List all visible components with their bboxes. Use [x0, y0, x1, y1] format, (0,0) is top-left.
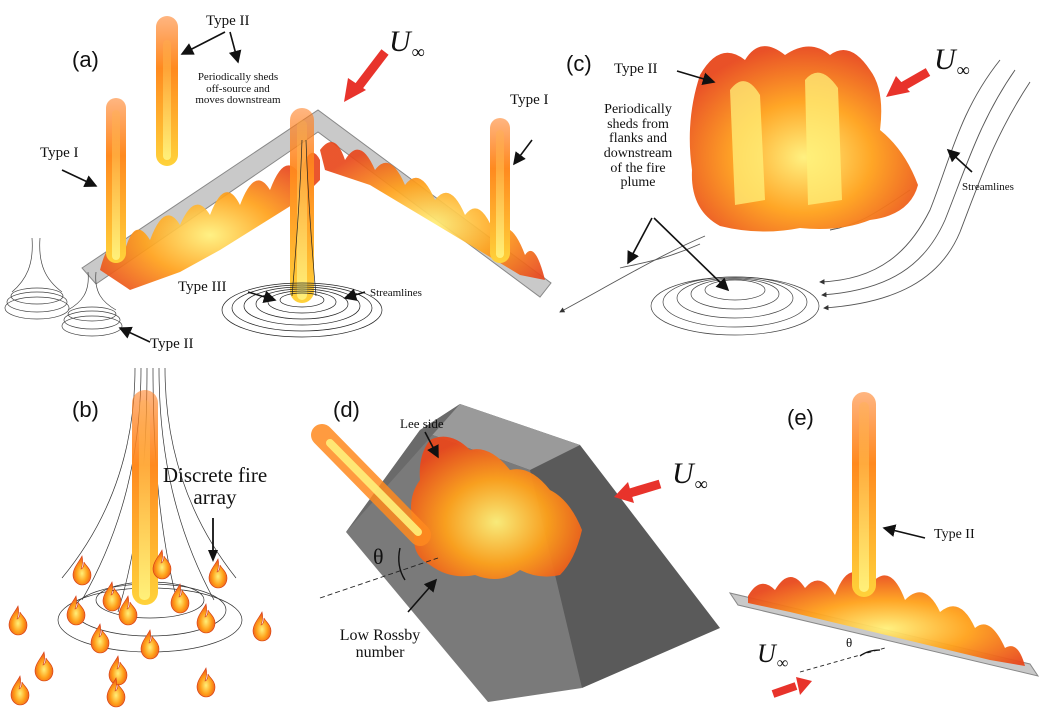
flame-icon: [152, 549, 172, 580]
label-type2-e: Type II: [934, 527, 975, 542]
label-type3-a: Type III: [178, 279, 227, 295]
ramp-top: [420, 404, 580, 470]
flame-icon: [140, 629, 160, 660]
theta-arc-e: [859, 649, 881, 657]
pointer-arrow-icon: [206, 518, 218, 562]
label-streamlines-c: Streamlines: [962, 181, 1014, 193]
flame-icon: [118, 595, 138, 626]
panel-c-graphic: [559, 46, 1031, 336]
flame-icon: [72, 555, 92, 586]
funnels-type2: [4, 237, 123, 337]
label-type2-c: Type II: [614, 61, 658, 77]
flame-icon: [252, 611, 272, 642]
wind-arrow-icon: [897, 68, 931, 92]
wind-speed-label-a: U∞: [389, 25, 425, 63]
wind-arrow-icon: [771, 682, 798, 698]
label-streamlines-a: Streamlines: [370, 287, 422, 299]
streamline-swirl-c: [650, 276, 820, 336]
panel-a-graphic: [4, 16, 552, 343]
label-type2-bottom-a: Type II: [150, 336, 194, 352]
flame-icon: [66, 595, 86, 626]
strip-flames-e: [748, 572, 1025, 666]
pointer-arrows-c: [627, 70, 973, 292]
panel-b-graphic: [57, 367, 243, 653]
panel-label-b: (b): [72, 397, 99, 422]
wind-arrow-icon: [628, 479, 662, 498]
label-shed-note-a: Periodically sheds off-source and moves …: [195, 71, 281, 107]
flame-icon: [90, 623, 110, 654]
wind-speed-label-d: U∞: [672, 457, 708, 495]
streamlines-type3: [221, 139, 383, 338]
label-lee-side-d: Lee side: [400, 416, 444, 431]
flame-icon: [196, 667, 216, 698]
label-theta-e: θ: [846, 635, 853, 650]
label-type2-top-a: Type II: [206, 13, 250, 29]
panel-label-e: (e): [787, 405, 814, 430]
panel-label-a: (a): [72, 47, 99, 72]
flame-icon: [108, 655, 128, 686]
label-rossby-d: Low Rossby number: [339, 627, 421, 661]
panel-label-d: (d): [333, 397, 360, 422]
label-type1-left-a: Type I: [40, 145, 79, 161]
flame-icon: [106, 677, 126, 708]
theta-reference-d: [319, 557, 439, 599]
flame-icon: [208, 558, 228, 589]
label-shed-note-c: Periodically sheds from flanks and downs…: [603, 102, 673, 191]
pointer-arrows-d: [407, 431, 439, 613]
flame-icon: [170, 583, 190, 614]
label-theta-d: θ: [373, 544, 384, 569]
label-discrete-b: Discrete fire array: [162, 463, 268, 510]
fire-plume-c: [689, 46, 918, 232]
panel-label-c: (c): [566, 51, 592, 76]
flame-icon: [196, 603, 216, 634]
panel-d-graphic: [311, 404, 720, 702]
label-type1-right-a: Type I: [510, 92, 549, 108]
flame-icon: [8, 605, 28, 636]
flame-icon: [102, 581, 122, 612]
wind-speed-label-c: U∞: [934, 43, 970, 81]
wind-arrow-icon: [352, 49, 389, 93]
wind-speed-label-e: U∞: [757, 639, 789, 672]
pointer-arrows-a: [61, 31, 533, 343]
strip-flames-a: [100, 142, 545, 290]
panel-e-graphic: [728, 392, 1040, 698]
flame-icon: [10, 675, 30, 706]
lee-side-fire: [411, 436, 582, 579]
theta-arc-d: [398, 547, 406, 581]
discrete-fire-array: [8, 549, 272, 708]
flame-icon: [34, 651, 54, 682]
theta-reference-e: [799, 647, 886, 673]
pointer-arrows-e: [882, 524, 926, 539]
